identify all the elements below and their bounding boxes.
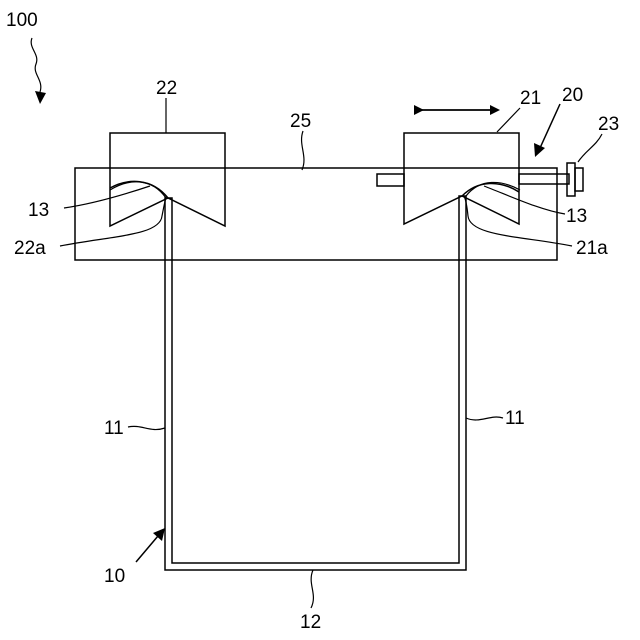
label-12: 12	[300, 612, 321, 633]
movable-clamp	[404, 133, 519, 224]
leader-22a	[60, 198, 166, 246]
label-13-right: 13	[566, 206, 587, 227]
label-20: 20	[562, 85, 583, 106]
leader-21	[497, 108, 520, 132]
label-21a: 21a	[576, 238, 608, 259]
label-25: 25	[290, 111, 311, 132]
leader-11-right	[466, 417, 503, 420]
arrow-10-shaft	[136, 536, 158, 562]
label-11-left: 11	[104, 418, 124, 439]
arrowhead-100	[35, 91, 46, 104]
leader-12	[311, 570, 313, 608]
base-plate	[75, 168, 557, 260]
container-body	[165, 196, 466, 570]
label-10: 10	[104, 566, 125, 587]
squiggle-arrow-100	[31, 38, 41, 92]
arrow-20-shaft	[540, 104, 560, 148]
leader-23	[578, 134, 602, 162]
fixed-clamp	[110, 133, 225, 226]
container-wall-hatched	[165, 196, 466, 570]
leader-11-left	[128, 426, 165, 429]
leader-13-right	[484, 186, 565, 214]
screw-knob	[567, 163, 575, 196]
label-13-left: 13	[28, 200, 49, 221]
screw-rod-left	[377, 174, 404, 186]
screw-knob-cap	[575, 168, 583, 191]
leader-13-left	[64, 186, 150, 208]
leader-25	[302, 131, 304, 170]
label-100: 100	[6, 10, 38, 31]
label-23: 23	[598, 114, 619, 135]
label-21: 21	[520, 88, 541, 109]
screw-rod-right	[519, 174, 569, 184]
leader-21a	[464, 196, 572, 246]
arrowhead-20	[534, 143, 545, 157]
label-22a: 22a	[14, 238, 46, 259]
label-22: 22	[156, 78, 177, 99]
label-11-right: 11	[505, 408, 525, 429]
